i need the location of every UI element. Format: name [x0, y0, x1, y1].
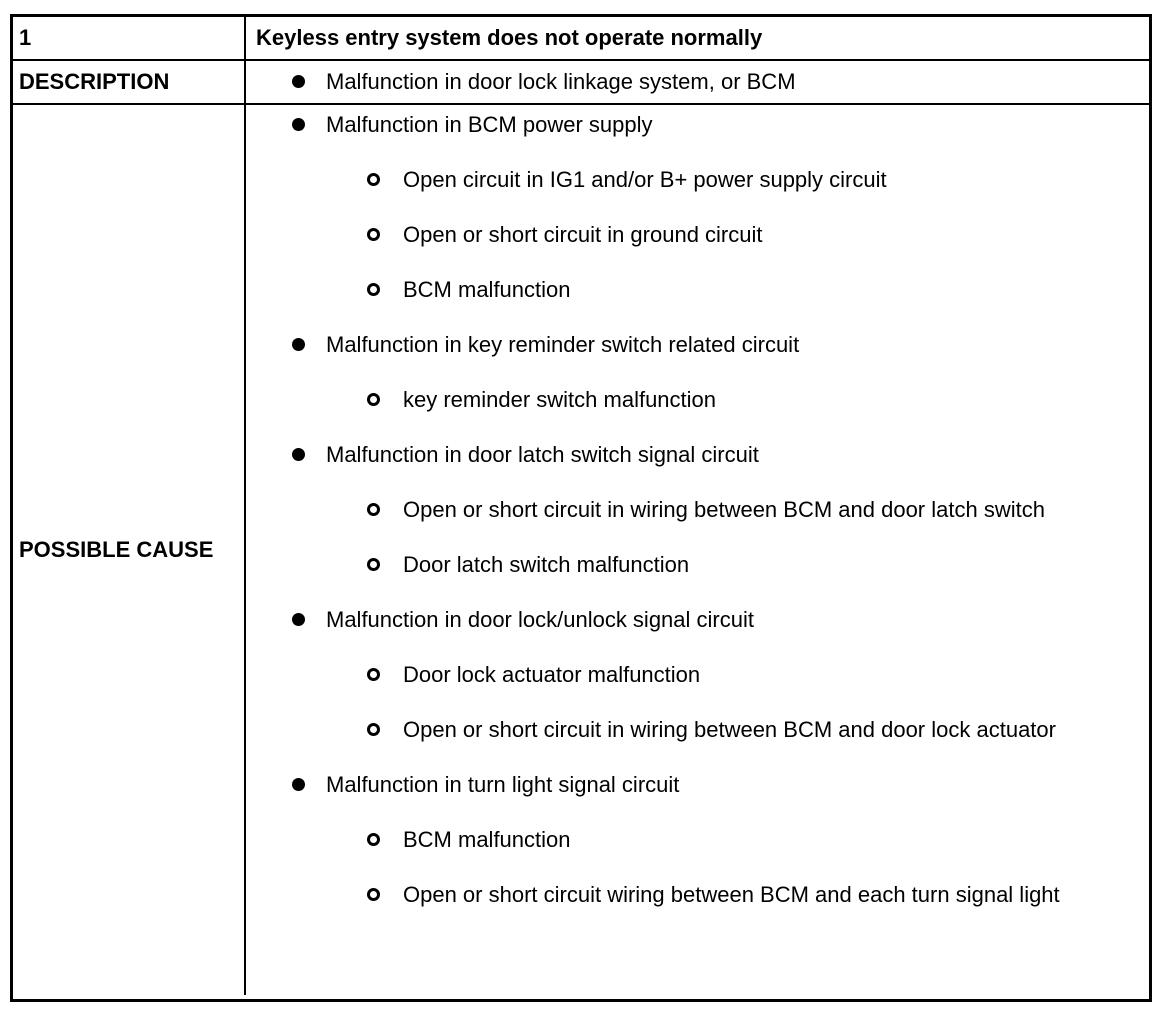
possible-cause-list: Malfunction in BCM power supply Open cir… — [246, 105, 1149, 995]
case-title: Keyless entry system does not operate no… — [256, 25, 763, 50]
list-item-text: Open or short circuit wiring between BCM… — [403, 882, 1060, 907]
bullet-open-icon — [367, 833, 380, 846]
list-item-text: Malfunction in turn light signal circuit — [326, 772, 680, 797]
bullet-filled-icon — [292, 613, 305, 626]
list-item: Malfunction in key reminder switch relat… — [246, 330, 1149, 360]
bullet-filled-icon — [292, 778, 305, 791]
list-item-text: Malfunction in door lock linkage system,… — [326, 69, 796, 94]
list-item-text: Open or short circuit in wiring between … — [403, 497, 1045, 522]
bullet-filled-icon — [292, 448, 305, 461]
list-item-text: Malfunction in BCM power supply — [326, 112, 653, 137]
list-item: BCM malfunction — [246, 825, 1149, 855]
list-item: Malfunction in door latch switch signal … — [246, 440, 1149, 470]
bullet-open-icon — [367, 173, 380, 186]
bullet-open-icon — [367, 283, 380, 296]
bullet-open-icon — [367, 723, 380, 736]
bullet-filled-icon — [292, 338, 305, 351]
bullet-open-icon — [367, 668, 380, 681]
list-item: Door latch switch malfunction — [246, 550, 1149, 580]
list-item: Open or short circuit in wiring between … — [246, 495, 1149, 525]
possible-cause-label: POSSIBLE CAUSE — [13, 105, 246, 995]
description-row: DESCRIPTION Malfunction in door lock lin… — [13, 61, 1149, 105]
list-item-text: Open or short circuit in wiring between … — [403, 717, 1056, 742]
list-item: BCM malfunction — [246, 275, 1149, 305]
list-item: Malfunction in door lock/unlock signal c… — [246, 605, 1149, 635]
list-item-text: Malfunction in door latch switch signal … — [326, 442, 759, 467]
list-item-text: Open or short circuit in ground circuit — [403, 222, 763, 247]
list-item-text: Door lock actuator malfunction — [403, 662, 701, 687]
list-item: Malfunction in BCM power supply — [246, 110, 1149, 140]
list-item: Malfunction in door lock linkage system,… — [246, 67, 1149, 97]
description-label: DESCRIPTION — [13, 61, 246, 103]
bullet-open-icon — [367, 888, 380, 901]
list-item: Open or short circuit wiring between BCM… — [246, 880, 1149, 910]
list-item: Door lock actuator malfunction — [246, 660, 1149, 690]
table-header-row: 1 Keyless entry system does not operate … — [13, 17, 1149, 61]
list-item-text: BCM malfunction — [403, 277, 571, 302]
list-item-text: Open circuit in IG1 and/or B+ power supp… — [403, 167, 887, 192]
possible-cause-row: POSSIBLE CAUSE Malfunction in BCM power … — [13, 105, 1149, 995]
list-item: key reminder switch malfunction — [246, 385, 1149, 415]
list-item-text: Malfunction in door lock/unlock signal c… — [326, 607, 754, 632]
case-number: 1 — [13, 17, 246, 59]
list-item-text: Malfunction in key reminder switch relat… — [326, 332, 800, 357]
bullet-open-icon — [367, 228, 380, 241]
list-item-text: BCM malfunction — [403, 827, 571, 852]
list-item-text: key reminder switch malfunction — [403, 387, 717, 412]
bullet-filled-icon — [292, 118, 305, 131]
list-item-text: Door latch switch malfunction — [403, 552, 690, 577]
list-item: Malfunction in turn light signal circuit — [246, 770, 1149, 800]
list-item: Open circuit in IG1 and/or B+ power supp… — [246, 165, 1149, 195]
bullet-open-icon — [367, 558, 380, 571]
bullet-open-icon — [367, 393, 380, 406]
list-item: Open or short circuit in wiring between … — [246, 715, 1149, 745]
diagnostic-table: 1 Keyless entry system does not operate … — [10, 14, 1152, 1002]
bullet-open-icon — [367, 503, 380, 516]
list-item: Open or short circuit in ground circuit — [246, 220, 1149, 250]
bullet-filled-icon — [292, 75, 305, 88]
